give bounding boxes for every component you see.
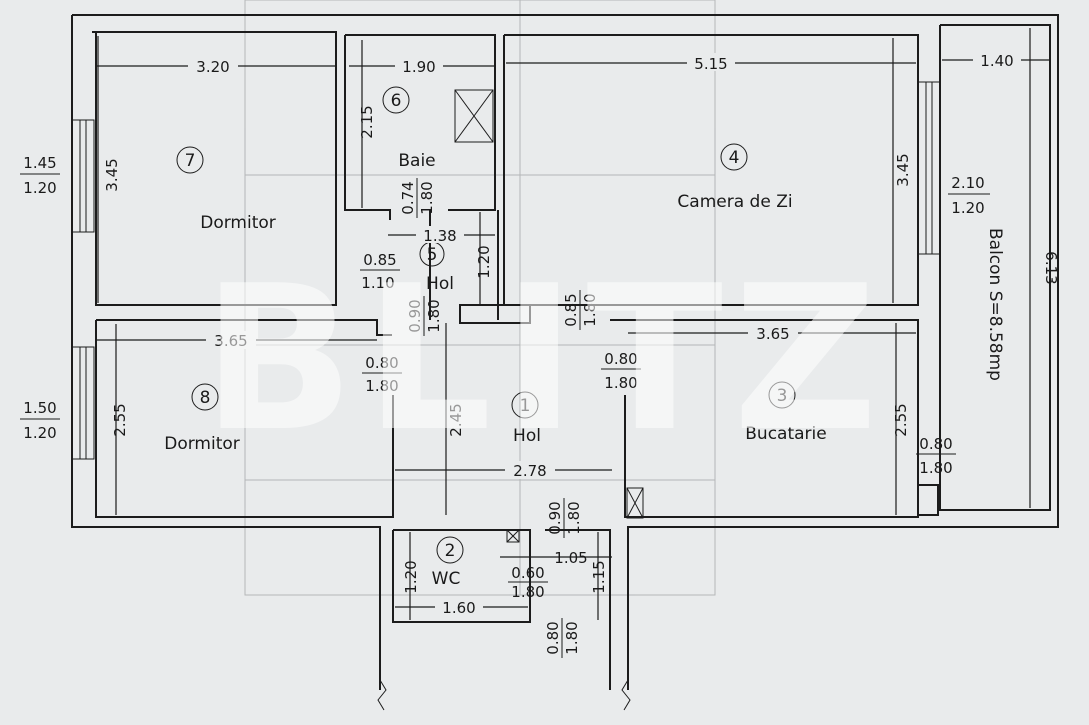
win4-width: 2.10	[951, 174, 984, 192]
dim-2-45: 2.45	[447, 403, 465, 436]
room1-name: Hol	[513, 426, 541, 446]
dim-3-20: 3.20	[196, 58, 229, 76]
door-wc-height: 1.80	[565, 501, 583, 534]
vent-shaft-baie	[454, 89, 494, 143]
win8-width: 1.50	[23, 399, 56, 417]
watermark-logo: BLITZ	[202, 243, 888, 476]
dim-1-60: 1.60	[442, 599, 475, 617]
window-labels: 1.45 1.20 1.50 1.20 2.10 1.20	[20, 154, 990, 442]
room6-name: Baie	[398, 151, 435, 171]
dim-1-38: 1.38	[423, 227, 456, 245]
dimension-texts: 3.20 1.90 5.15 1.40 1.38 3.65 3.65 2.78 …	[103, 50, 1060, 617]
room-number-circles	[176, 86, 796, 564]
win8-height: 1.20	[23, 424, 56, 442]
break-marks	[377, 679, 631, 711]
door-hol5b-height: 1.80	[425, 299, 443, 332]
door-entry-width: 0.80	[544, 621, 562, 654]
door-zi-width: 0.85	[562, 293, 580, 326]
win7-width: 1.45	[23, 154, 56, 172]
win7-height: 1.20	[23, 179, 56, 197]
room2-number: 2	[445, 541, 456, 561]
door-dorm8-height: 1.80	[365, 377, 398, 395]
room4-name: Camera de Zi	[677, 192, 792, 212]
background-table-ghost	[244, 0, 716, 596]
vent-shaft-wc	[506, 529, 520, 543]
dim-1-90: 1.90	[402, 58, 435, 76]
room5-name: Hol	[426, 274, 454, 294]
dim-1-40: 1.40	[980, 52, 1013, 70]
door-wc2-width: 0.60	[511, 564, 544, 582]
room7-number: 7	[185, 151, 196, 171]
window-room7	[71, 119, 95, 233]
door-wc-width: 0.90	[546, 501, 564, 534]
dim-1-20-wc: 1.20	[402, 560, 420, 593]
room3-name: Bucatarie	[745, 424, 826, 444]
vent-shaft-bucatarie	[626, 487, 644, 519]
door-baie-width: 0.74	[399, 181, 417, 214]
room8-number: 8	[200, 388, 211, 408]
room5-number: 5	[427, 245, 438, 265]
door-buc-height: 1.80	[604, 374, 637, 392]
door-baie-height: 1.80	[418, 181, 436, 214]
dim-2-55-left: 2.55	[111, 403, 129, 436]
door-dorm8-width: 0.80	[365, 354, 398, 372]
dim-1-05: 1.05	[554, 549, 587, 567]
door-balc-width: 0.80	[919, 435, 952, 453]
door-hol5-height: 1.10	[361, 274, 394, 292]
door-buc-width: 0.80	[604, 350, 637, 368]
dim-2-15: 2.15	[358, 105, 376, 138]
door-hol5b-width: 0.90	[406, 299, 424, 332]
room1-number: 1	[520, 396, 531, 416]
balcony-label: Balcon S=8.58mp	[985, 228, 1005, 381]
door-labels: 0.85 1.10 0.80 1.80 0.80 1.80 0.80 1.80 …	[360, 251, 956, 601]
dim-3-45-left: 3.45	[103, 158, 121, 191]
dim-1-20-hol: 1.20	[475, 245, 493, 278]
dim-3-45-right: 3.45	[894, 153, 912, 186]
win4-height: 1.20	[951, 199, 984, 217]
dim-6-13: 6.13	[1042, 251, 1060, 284]
room7-name: Dormitor	[200, 213, 276, 233]
room6-number: 6	[391, 91, 402, 111]
dim-3-65-left: 3.65	[214, 332, 247, 350]
dim-2-55-right: 2.55	[892, 403, 910, 436]
room4-number: 4	[729, 148, 740, 168]
door-labels-rotated: 0.74 1.80 0.90 1.80 0.85 1.80 0.90 1.80 …	[399, 178, 599, 658]
room8-name: Dormitor	[164, 434, 240, 454]
door-hol5-width: 0.85	[363, 251, 396, 269]
dim-3-65-right: 3.65	[756, 325, 789, 343]
door-balc-height: 1.80	[919, 459, 952, 477]
dim-2-78: 2.78	[513, 462, 546, 480]
dim-1-15: 1.15	[590, 560, 608, 593]
door-zi-height: 1.80	[581, 293, 599, 326]
window-room8	[71, 346, 95, 460]
outer-walls	[71, 14, 1059, 690]
door-entry-height: 1.80	[563, 621, 581, 654]
window-room4	[917, 81, 941, 255]
room2-name: WC	[432, 569, 461, 589]
dim-5-15: 5.15	[694, 55, 727, 73]
door-wc2-height: 1.80	[511, 583, 544, 601]
room3-number: 3	[777, 386, 788, 406]
